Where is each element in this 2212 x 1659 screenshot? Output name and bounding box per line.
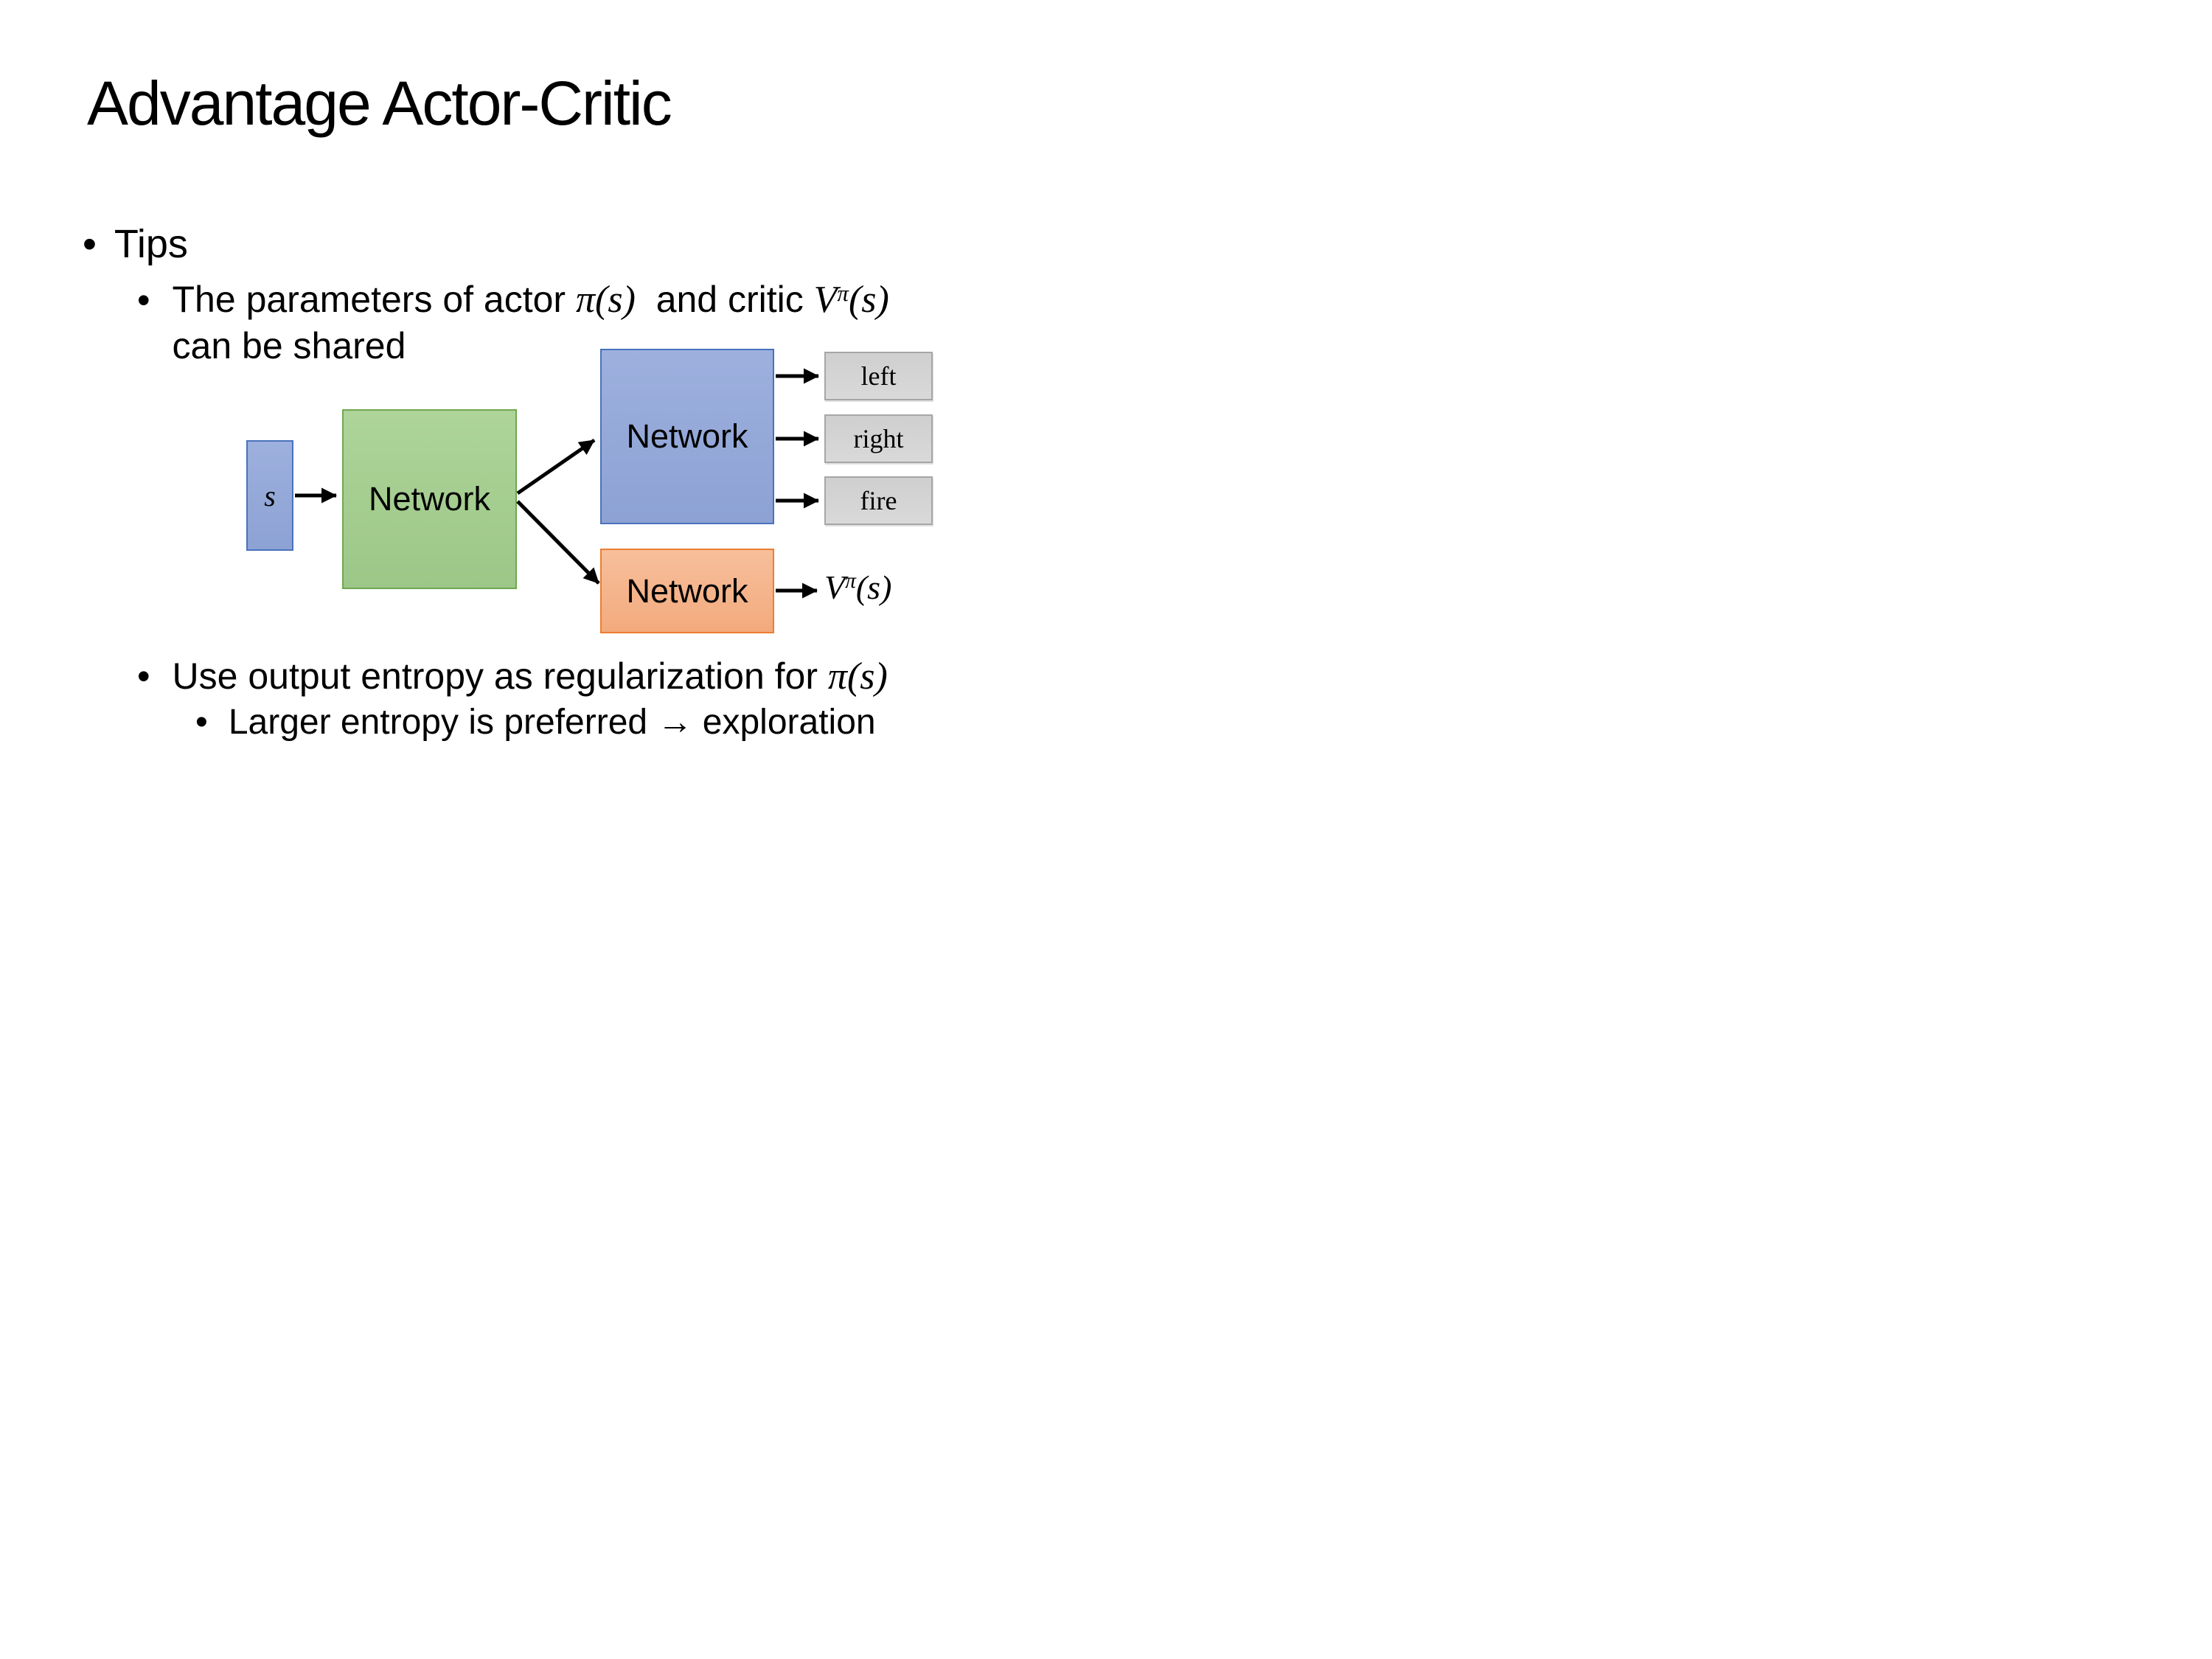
critic-output-value: Vπ(s) [824, 568, 891, 607]
bullet-line-exploration: • Larger entropy is preferred → explorat… [195, 702, 876, 742]
bullet-line-parameters: • The parameters of actor π(s) and criti… [137, 279, 1020, 367]
state-input-box: s [246, 440, 293, 551]
pi-s-math: π(s) [575, 279, 636, 321]
tips-label: Tips [114, 222, 188, 266]
bullet-line-entropy: • Use output entropy as regularization f… [137, 655, 888, 698]
critic-network-label: Network [626, 571, 748, 610]
shared-network-box: Network [342, 409, 517, 589]
critic-output-args: (s) [855, 568, 892, 606]
v-base-math: V [813, 279, 838, 321]
parameters-seg2: and critic [635, 279, 814, 320]
entropy-seg1: Use output entropy as regularization for [172, 655, 828, 697]
action-label-left: left [860, 361, 897, 391]
action-box-fire: fire [824, 476, 933, 525]
bullet: • [137, 279, 150, 321]
slide: Advantage Actor-Critic • Tips • The para… [0, 0, 1106, 830]
bullet-line-tips: • Tips [83, 221, 188, 267]
v-sup-math: π [837, 280, 849, 307]
parameters-line2: can be shared [172, 325, 406, 366]
parameters-text: The parameters of actor π(s) and critic … [173, 279, 1020, 367]
parameters-seg1: The parameters of actor [172, 279, 576, 320]
entropy-text: Use output entropy as regularization for… [173, 655, 888, 698]
actor-network-label: Network [626, 417, 748, 455]
v-args-math: (s) [848, 279, 889, 321]
page-title: Advantage Actor-Critic [87, 69, 672, 138]
critic-network-box: Network [600, 549, 774, 633]
bullet: • [195, 703, 208, 742]
actor-network-box: Network [600, 349, 774, 524]
action-label-fire: fire [860, 486, 897, 515]
critic-output-base: V [824, 568, 846, 606]
exploration-text: Larger entropy is preferred → exploratio… [228, 703, 876, 742]
bullet: • [137, 655, 150, 697]
state-input-label: s [264, 479, 276, 512]
action-label-right: right [853, 424, 904, 453]
action-box-right: right [824, 414, 933, 463]
bullet: • [83, 222, 97, 266]
arrow-shared-to-critic [516, 500, 600, 585]
entropy-pi-s-math: π(s) [827, 655, 888, 698]
shared-network-label: Network [368, 480, 491, 518]
critic-output-sup: π [845, 569, 856, 594]
action-box-left: left [824, 352, 933, 400]
arrow-shared-to-actor [516, 438, 596, 495]
